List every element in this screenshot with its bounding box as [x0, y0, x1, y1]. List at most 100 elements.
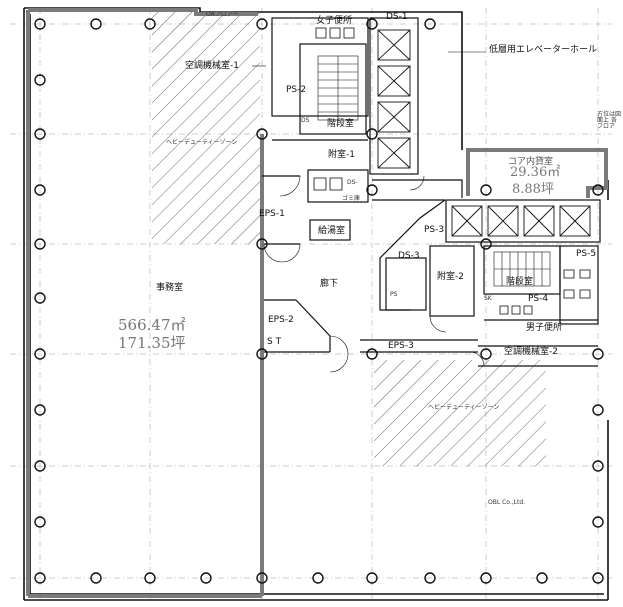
elevator-shaft	[377, 137, 411, 169]
ac-room-2-label: 空調機械室-2	[504, 347, 558, 357]
core-walls	[262, 17, 601, 367]
office-area-tsubo: 171.35坪	[118, 334, 186, 352]
heavy-duty-zones	[152, 12, 546, 466]
column-icon	[34, 238, 46, 250]
eps1-label: EPS-1	[259, 209, 285, 219]
corridor-label: 廊下	[320, 279, 339, 289]
elevator-shaft	[487, 205, 519, 237]
heavy-duty-zone-label: ヘビーデューティーゾーン	[166, 139, 238, 146]
column-icon	[366, 184, 378, 196]
column-icon	[592, 460, 604, 472]
column-icon	[34, 348, 46, 360]
ps2-label: PS-2	[286, 85, 307, 95]
column-icon	[34, 128, 46, 140]
heavy-duty-zone-2	[374, 360, 546, 466]
building-outline	[23, 7, 609, 601]
column-icon	[366, 18, 378, 30]
column-icon	[592, 348, 604, 360]
column-icon	[536, 572, 548, 584]
column-icon	[366, 572, 378, 584]
elevator-shaft	[451, 205, 483, 237]
office-label: 事務室	[156, 283, 184, 293]
ac-room-1-label: 空調機械室-1	[185, 61, 239, 71]
column-icon	[424, 572, 436, 584]
column-icon	[592, 404, 604, 416]
column-icon	[480, 348, 492, 360]
column-icon	[34, 516, 46, 528]
core-area-label: コア内貸室	[508, 157, 554, 167]
annotation-label: 方位は図面上 各フロア	[597, 111, 622, 130]
lowrise-elevator-hall-label: 低層用エレベーターホール	[489, 45, 598, 55]
oa-floor-label: OAフロアー	[206, 11, 239, 18]
column-icon	[34, 572, 46, 584]
mens-restroom-label: 男子便所	[526, 323, 563, 333]
leader-lines	[252, 51, 486, 67]
column-icon	[34, 74, 46, 86]
ds2-label: DS-	[347, 179, 358, 186]
elevator-shaft	[559, 205, 591, 237]
restroom-fixtures	[313, 27, 591, 315]
column-icon	[312, 572, 324, 584]
gomi-room-label: ゴミ庫	[342, 195, 361, 202]
column-icon	[480, 572, 492, 584]
column-icon	[592, 516, 604, 528]
column-icon	[256, 238, 268, 250]
stair-1	[317, 55, 359, 121]
eps3-label: EPS-3	[388, 341, 414, 351]
column-icon	[34, 184, 46, 196]
ps-small-label: PS	[390, 291, 398, 298]
column-icon	[480, 184, 492, 196]
ds3-label: DS-3	[398, 251, 420, 261]
womens-restroom-label: 女子便所	[316, 16, 353, 26]
column-icon	[366, 348, 378, 360]
annex-2-label: 附室-2	[437, 272, 464, 282]
company-label: OBL Co.,Ltd.	[488, 499, 526, 506]
annex-1-label: 附室-1	[328, 150, 355, 160]
column-icon	[592, 184, 604, 196]
st-label: S T	[267, 337, 282, 347]
ps4-label: PS-4	[528, 294, 549, 304]
stairs	[317, 55, 551, 287]
elevator-shaft	[377, 65, 411, 97]
elevator-shaft	[377, 101, 411, 133]
columns	[34, 18, 604, 584]
core-area-tsubo: 8.88坪	[512, 182, 554, 197]
column-icon	[34, 460, 46, 472]
sk-label: SK	[484, 295, 492, 302]
supply-room-label: 給湯室	[318, 226, 346, 236]
ps5-label: PS-5	[576, 249, 597, 259]
column-icon	[90, 572, 102, 584]
eps2-label: EPS-2	[268, 315, 294, 325]
stair-2-label: 階段室	[506, 277, 534, 287]
column-icon	[256, 572, 268, 584]
office-area-m2: 566.47㎡	[118, 316, 186, 334]
column-icon	[90, 18, 102, 30]
stair-room-label: 階段室	[327, 119, 355, 129]
core-area-m2: 29.36㎡	[510, 165, 561, 180]
ps3-label: PS-3	[424, 225, 445, 235]
heavy-duty-zone-1	[152, 12, 260, 244]
elevator-shaft	[377, 29, 411, 61]
column-icon	[480, 238, 492, 250]
elevator-shaft	[523, 205, 555, 237]
door-swings	[263, 175, 485, 373]
column-icon	[34, 404, 46, 416]
column-icon	[256, 128, 268, 140]
column-icon	[144, 572, 156, 584]
column-icon	[592, 572, 604, 584]
column-icon	[34, 18, 46, 30]
rental-boundary	[26, 8, 608, 598]
ds1-label: DS-1	[386, 12, 408, 22]
elevator-shafts	[377, 29, 591, 237]
column-icon	[424, 18, 436, 30]
column-icon	[366, 128, 378, 140]
column-icon	[144, 18, 156, 30]
ds-stair-label: DS	[301, 117, 310, 124]
stair-2	[493, 251, 551, 287]
grid-lines	[10, 8, 612, 600]
heavy-duty-zone-2-label: ヘビーデューティーゾーン	[428, 404, 500, 411]
column-icon	[256, 348, 268, 360]
column-icon	[200, 572, 212, 584]
column-icon	[34, 292, 46, 304]
